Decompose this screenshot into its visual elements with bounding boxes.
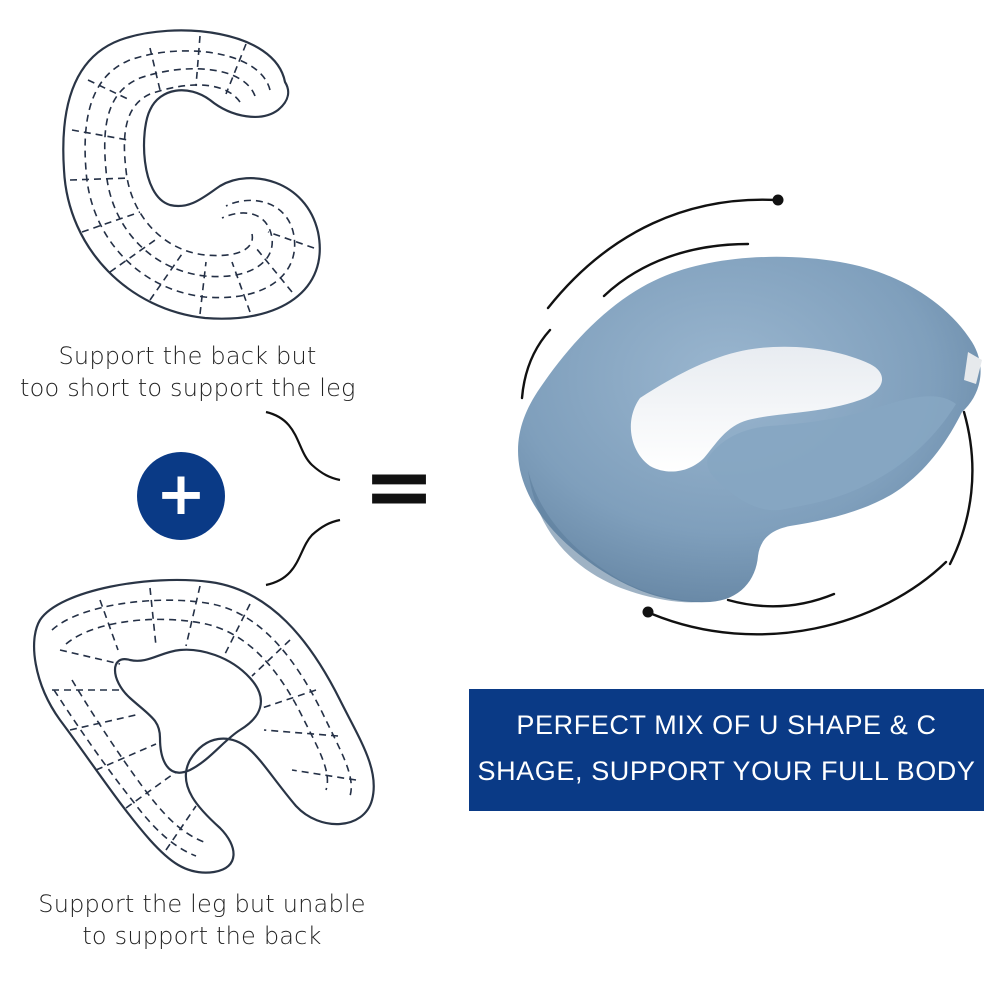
u-pillow-caption: Support the leg but unable to support th… [22, 888, 382, 952]
orbit-dot-top [772, 194, 784, 206]
orbit-dot-bottom [642, 606, 654, 618]
pillow-leg-shadow [707, 396, 956, 511]
pillow-seam [964, 352, 982, 384]
u-pillow-caption-line2: to support the back [82, 922, 322, 950]
orbit-arc-top-inner [602, 242, 750, 298]
pillow-hole [630, 346, 883, 472]
connector-top [265, 410, 341, 482]
c-pillow-caption-line2: too short to support the leg [20, 374, 356, 402]
orbit-arc-top-outer [546, 198, 778, 310]
orbit-arc-bottom-inner [726, 592, 836, 608]
pillow-body [518, 256, 981, 603]
c-pillow-sketch [62, 29, 321, 320]
connector-bottom [265, 518, 341, 587]
u-pillow-sketch [33, 578, 375, 874]
c-pillow-caption: Support the back but too short to suppor… [20, 340, 355, 404]
orbit-arc-left [520, 328, 552, 400]
combined-pillow-photo [518, 256, 982, 603]
plus-icon: + [137, 452, 225, 540]
orbit-arcs [520, 198, 974, 636]
orbit-arc-right [948, 410, 974, 566]
feature-banner: PERFECT MIX OF U SHAPE & C SHAGE, SUPPOR… [469, 689, 984, 811]
u-pillow-outline [33, 578, 375, 874]
connector-lines [265, 410, 341, 587]
equals-icon: = [363, 437, 436, 537]
c-pillow-caption-line1: Support the back but [58, 342, 317, 370]
u-pillow-caption-line1: Support the leg but unable [38, 890, 366, 918]
banner-line1: PERFECT MIX OF U SHAPE & C [516, 710, 937, 740]
banner-line2: SHAGE, SUPPORT YOUR FULL BODY [477, 756, 976, 786]
orbit-arc-bottom-outer [650, 560, 948, 636]
c-pillow-outline [62, 29, 321, 320]
